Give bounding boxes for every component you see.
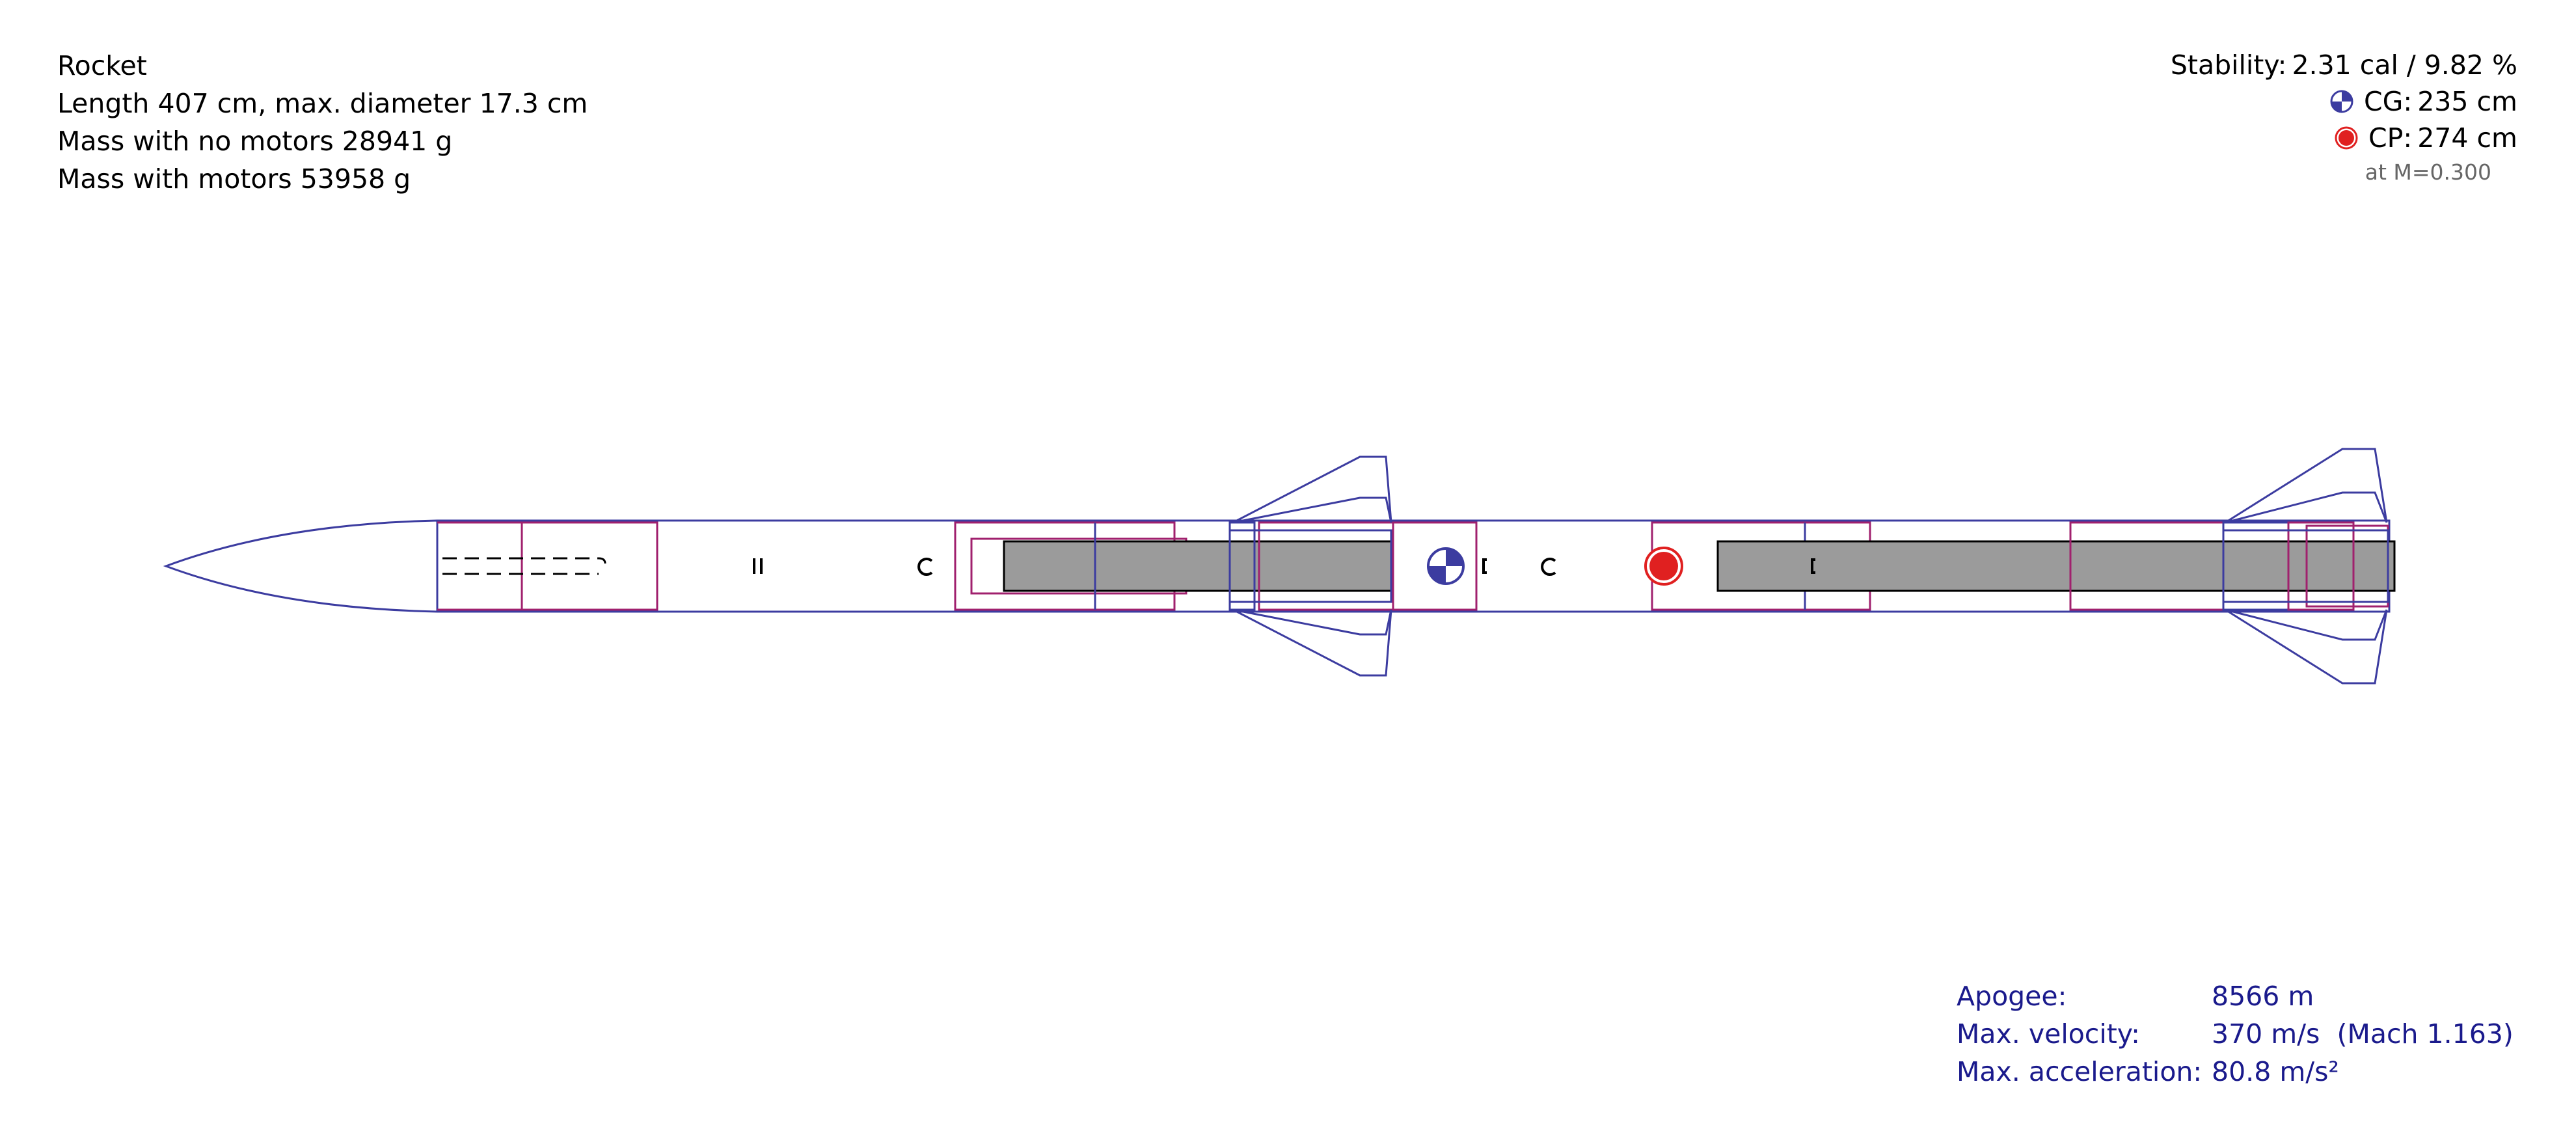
cg-row: CG: 235 cm xyxy=(2171,83,2517,120)
cp-label: CP: xyxy=(2368,122,2413,154)
cp-row: CP: 274 cm xyxy=(2171,120,2517,156)
apogee-value: 8566 m xyxy=(2212,981,2314,1012)
acceleration-value: 80.8 m/s² xyxy=(2212,1056,2339,1087)
velocity-value: 370 m/s (Mach 1.163) xyxy=(2212,1018,2514,1050)
lower-motor xyxy=(1716,540,2396,592)
apogee-label: Apogee: xyxy=(1957,981,2067,1012)
nose-cone xyxy=(163,519,439,613)
rocket-mass-no-motors: Mass with no motors 28941 g xyxy=(57,126,453,157)
flight-data-panel: Apogee: 8566 m Max. velocity: 370 m/s (M… xyxy=(1957,977,2514,1091)
stability-row: Stability: 2.31 cal / 9.82 % xyxy=(2171,47,2517,83)
cp-icon xyxy=(2335,126,2358,150)
parachute-dashed xyxy=(442,557,606,575)
cg-value: 235 cm xyxy=(2417,86,2517,117)
acceleration-label: Max. acceleration: xyxy=(1957,1056,2203,1087)
rocket-length: Length 407 cm, max. diameter 17.3 cm xyxy=(57,88,588,119)
stability-value: 2.31 cal / 9.82 % xyxy=(2292,49,2517,81)
rocket-name: Rocket xyxy=(57,50,147,81)
cp-value: 274 cm xyxy=(2417,122,2517,154)
ring-mark xyxy=(917,558,933,576)
payload-coupler xyxy=(436,521,523,611)
lower-fin-top xyxy=(2225,448,2388,524)
apogee-row: Apogee: 8566 m xyxy=(1957,977,2514,1015)
cp-marker xyxy=(1644,547,1683,586)
cg-icon xyxy=(2330,90,2353,113)
rocket-info-panel: Rocket Length 407 cm, max. diameter 17.3… xyxy=(57,47,588,198)
upper-fin-bottom xyxy=(1232,608,1392,677)
stability-label: Stability: xyxy=(2170,49,2287,81)
interstage xyxy=(1392,521,1478,611)
velocity-row: Max. velocity: 370 m/s (Mach 1.163) xyxy=(1957,1015,2514,1053)
payload-bay xyxy=(521,521,658,611)
cg-marker xyxy=(1427,547,1465,585)
upper-motor xyxy=(1003,540,1392,592)
rocket-mass-with-motors: Mass with motors 53958 g xyxy=(57,163,411,195)
velocity-label: Max. velocity: xyxy=(1957,1018,2140,1050)
mach-note: at M=0.300 xyxy=(2365,159,2491,185)
stability-panel: Stability: 2.31 cal / 9.82 % CG: 235 cm … xyxy=(2171,47,2517,189)
lower-fin-bottom xyxy=(2225,608,2388,685)
cg-label: CG: xyxy=(2364,86,2413,117)
acceleration-row: Max. acceleration: 80.8 m/s² xyxy=(1957,1053,2514,1091)
upper-fin-top xyxy=(1232,455,1392,524)
